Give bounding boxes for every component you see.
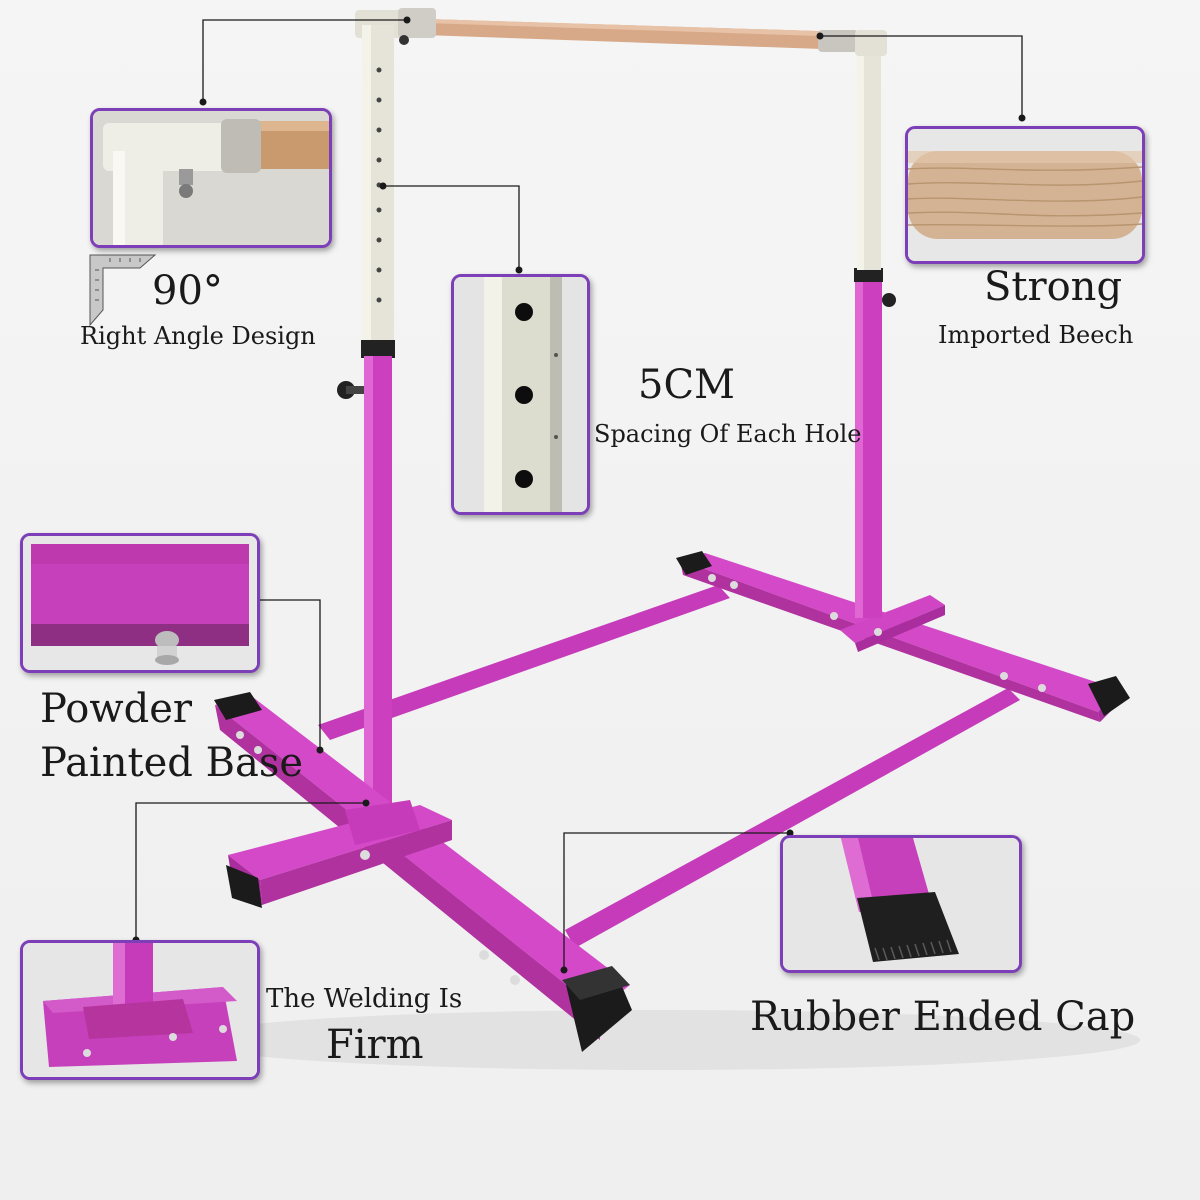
back-cap-right (1088, 676, 1130, 716)
spacing-value-label: 5CM (638, 362, 736, 408)
welding-line2-label: Firm (326, 1022, 424, 1068)
floor-shadow (180, 1010, 1140, 1070)
back-crossbar (840, 595, 945, 643)
inset-beech-wood (905, 126, 1145, 264)
inset-powder-painted (20, 533, 260, 673)
floor-rail-front (565, 688, 1020, 948)
back-knob (882, 293, 896, 307)
floor-rail-back (318, 585, 730, 740)
wooden-top-bar (395, 18, 850, 50)
angle-caption-label: Right Angle Design (80, 322, 316, 350)
strong-caption-label: Imported Beech (938, 321, 1134, 349)
leader-lines (135, 19, 1023, 970)
front-cap-back (214, 692, 262, 720)
powder-line1-label: Powder (40, 686, 193, 732)
welding-line1-label: The Welding Is (266, 984, 463, 1014)
set-square-icon (89, 254, 157, 327)
back-cap-left (676, 551, 712, 575)
back-base-beam-side (680, 560, 1100, 722)
inset-corner-joint (90, 108, 332, 248)
front-base-beam-side (215, 705, 600, 1040)
front-base-beam-top (215, 695, 630, 1010)
inset-rubber-cap (780, 835, 1022, 973)
front-cap-left (226, 865, 262, 908)
strong-title-label: Strong (984, 264, 1123, 310)
inset-hole-spacing (451, 274, 590, 515)
rubber-caption-label: Rubber Ended Cap (750, 994, 1136, 1040)
powder-line2-label: Painted Base (40, 740, 304, 786)
spacing-caption-label: Spacing Of Each Hole (594, 420, 862, 448)
inset-welding (20, 940, 260, 1080)
angle-value-label: 90° (152, 268, 223, 314)
